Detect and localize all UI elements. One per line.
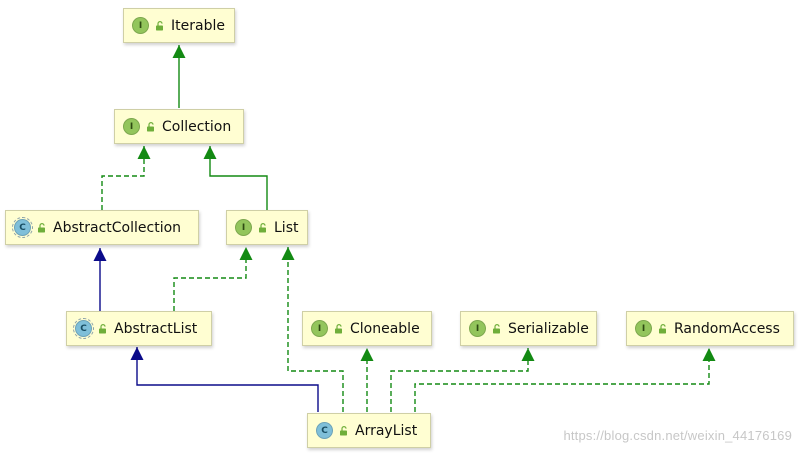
node-abstract-collection[interactable]: C AbstractCollection (5, 210, 199, 245)
abstract-class-icon: C (12, 217, 33, 238)
lock-open-icon (156, 20, 163, 30)
interface-icon: I (311, 320, 328, 337)
node-array-list[interactable]: C ArrayList (307, 413, 431, 448)
edge-abstractlist-list (173, 247, 253, 311)
node-iterable[interactable]: I Iterable (123, 8, 235, 43)
node-list[interactable]: I List (226, 210, 308, 245)
lock-open-icon (99, 323, 106, 333)
node-label: ArrayList (355, 422, 418, 439)
lock-open-icon (38, 222, 45, 232)
node-label: AbstractList (114, 320, 198, 337)
node-label: List (274, 219, 299, 236)
lock-open-icon (259, 222, 266, 232)
edge-abstractcollection-collection (101, 146, 151, 210)
node-abstract-list[interactable]: C AbstractList (66, 311, 212, 346)
node-label: Cloneable (350, 320, 420, 337)
edge-arraylist-serializable (390, 348, 535, 412)
edge-list-collection (203, 146, 268, 210)
watermark-text: https://blog.csdn.net/weixin_44176169 (563, 428, 792, 443)
lock-open-icon (335, 323, 342, 333)
interface-icon: I (132, 17, 149, 34)
node-label: Serializable (508, 320, 589, 337)
interface-icon: I (469, 320, 486, 337)
lock-open-icon (147, 121, 154, 131)
node-serializable[interactable]: I Serializable (460, 311, 597, 346)
interface-icon: I (123, 118, 140, 135)
node-label: AbstractCollection (53, 219, 182, 236)
edge-arraylist-abstractlist (130, 347, 319, 412)
node-label: Iterable (171, 17, 225, 34)
lock-open-icon (340, 425, 347, 435)
lock-open-icon (659, 323, 666, 333)
edge-arraylist-list (281, 247, 344, 412)
abstract-class-icon: C (73, 318, 94, 339)
class-icon: C (316, 422, 333, 439)
interface-icon: I (235, 219, 252, 236)
node-collection[interactable]: I Collection (114, 109, 244, 144)
interface-icon: I (635, 320, 652, 337)
node-cloneable[interactable]: I Cloneable (302, 311, 432, 346)
node-label: Collection (162, 118, 232, 135)
node-label: RandomAccess (674, 320, 780, 337)
lock-open-icon (493, 323, 500, 333)
node-random-access[interactable]: I RandomAccess (626, 311, 794, 346)
edge-arraylist-randomaccess (414, 348, 716, 412)
